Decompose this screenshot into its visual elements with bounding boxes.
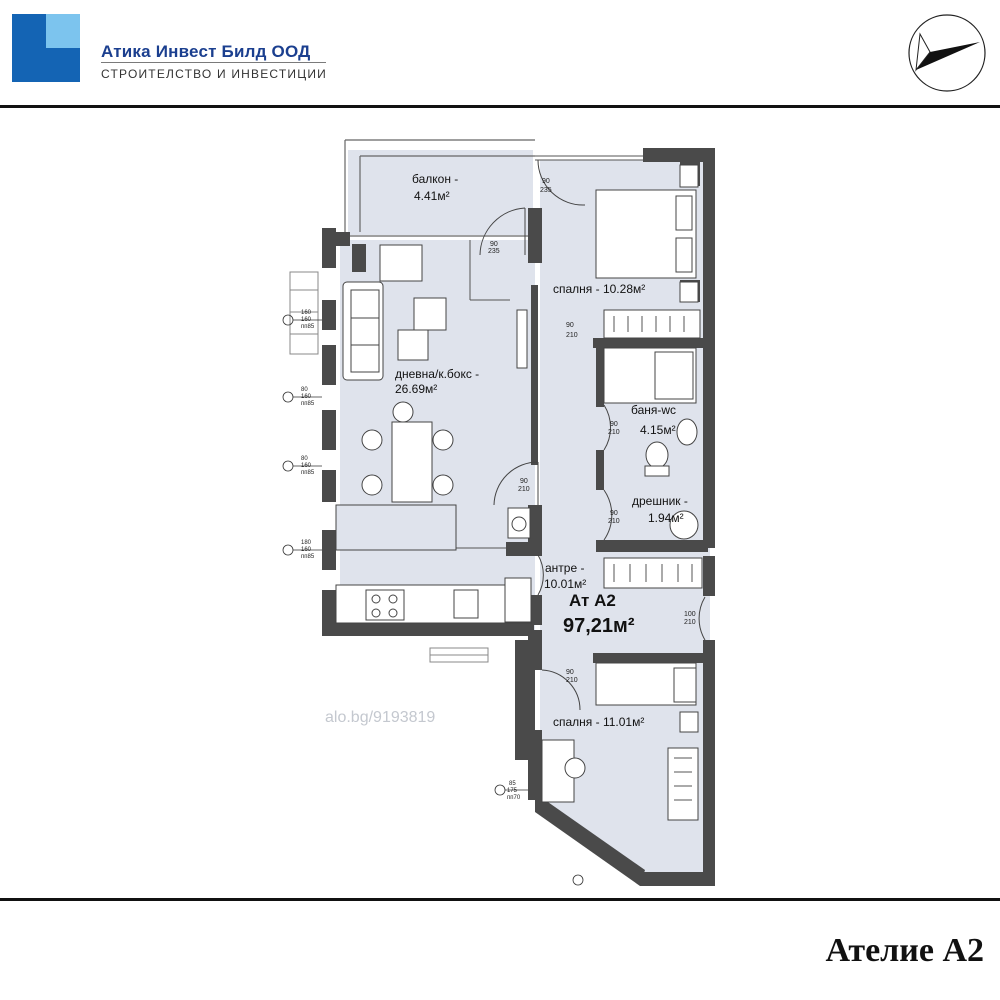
window-tag-sill: пп85 <box>301 470 315 476</box>
door-swings <box>479 159 706 711</box>
room-living-name: дневна/к.бокс - <box>395 367 479 381</box>
window-tag-sill: пп85 <box>301 554 315 560</box>
header-divider <box>101 62 326 63</box>
door-tag-bottom: 210 <box>608 518 620 525</box>
room-labels: балкон - 4.41м² дневна/к.бокс - 26.69м² … <box>395 172 688 729</box>
door-tag-top: 90 <box>610 421 618 428</box>
window-tag-width: 80 <box>301 456 308 462</box>
wardrobe-hatch <box>613 316 693 801</box>
door-tag-bottom: 210 <box>684 619 696 626</box>
header-rule <box>0 105 1000 108</box>
plan-title: Ателие А2 <box>825 932 984 969</box>
window-tag-width: 80 <box>301 387 308 393</box>
window-tag-height: 160 <box>301 547 312 553</box>
furniture <box>335 164 703 821</box>
door-tag-top: 90 <box>566 669 574 676</box>
window-tag-height: 160 <box>301 394 312 400</box>
room-hallway-area: 10.01м² <box>544 577 586 591</box>
exterior-fixtures <box>289 271 489 663</box>
window-tag-text: 160 160 пп85 80 160 пп85 80 160 пп85 180… <box>301 310 521 801</box>
door-tag-top: 90 <box>520 478 528 485</box>
north-arrow-icon <box>908 14 986 92</box>
window-tag-width: 180 <box>301 540 312 546</box>
unit-label: Ат А2 97,21м² <box>563 591 635 637</box>
door-tag-bottom: 210 <box>518 486 530 493</box>
unit-name: Ат А2 <box>569 591 616 610</box>
door-tag-top: 100 <box>684 611 696 618</box>
door-tag-top: 90 <box>490 241 498 248</box>
company-name: Атика Инвест Билд ООД <box>101 42 311 61</box>
room-living-area: 26.69м² <box>395 382 437 396</box>
room-balcony-area: 4.41м² <box>414 189 450 203</box>
door-tag-bottom: 210 <box>566 332 578 339</box>
room-bathroom-area: 4.15м² <box>640 423 676 437</box>
company-tagline: СТРОИТЕЛСТВО И ИНВЕСТИЦИИ <box>101 67 327 81</box>
room-balcony-name: балкон - <box>412 172 458 186</box>
window-tags <box>282 314 584 886</box>
door-tag-bottom: 210 <box>608 429 620 436</box>
window-tag-height: 175 <box>507 788 518 794</box>
room-bedroom2-label: спалня - 11.01м² <box>553 715 644 729</box>
door-tag-bottom: 210 <box>566 677 578 684</box>
window-tag-sill: пп85 <box>301 401 315 407</box>
window-tag-width: 85 <box>509 781 516 787</box>
window-tag-sill: пп85 <box>301 324 315 330</box>
room-bedroom1-label: спалня - 10.28м² <box>553 282 645 296</box>
door-tag-top: 90 <box>610 510 618 517</box>
room-closet-name: дрешник - <box>632 494 688 508</box>
unit-total-area: 97,21м² <box>563 615 635 637</box>
balcony-outline <box>344 139 535 237</box>
company-logo <box>12 14 80 82</box>
window-tag-height: 160 <box>301 463 312 469</box>
door-tag-bottom: 235 <box>540 187 552 194</box>
door-tag-bottom: 235 <box>488 248 500 255</box>
window-tag-width: 160 <box>301 310 312 316</box>
footer-rule <box>0 898 1000 901</box>
door-tag-top: 90 <box>566 322 574 329</box>
room-closet-area: 1.94м² <box>648 511 684 525</box>
room-bathroom-name: баня-wc <box>631 403 676 417</box>
door-tags: 90 235 90 235 90 210 90 210 90 210 90 21… <box>488 178 696 684</box>
door-tag-top: 90 <box>542 178 550 185</box>
watermark-text: alo.bg/9193819 <box>325 709 435 726</box>
room-hallway-name: антре - <box>545 561 584 575</box>
window-tag-sill: пп70 <box>507 795 521 801</box>
window-tag-height: 160 <box>301 317 312 323</box>
